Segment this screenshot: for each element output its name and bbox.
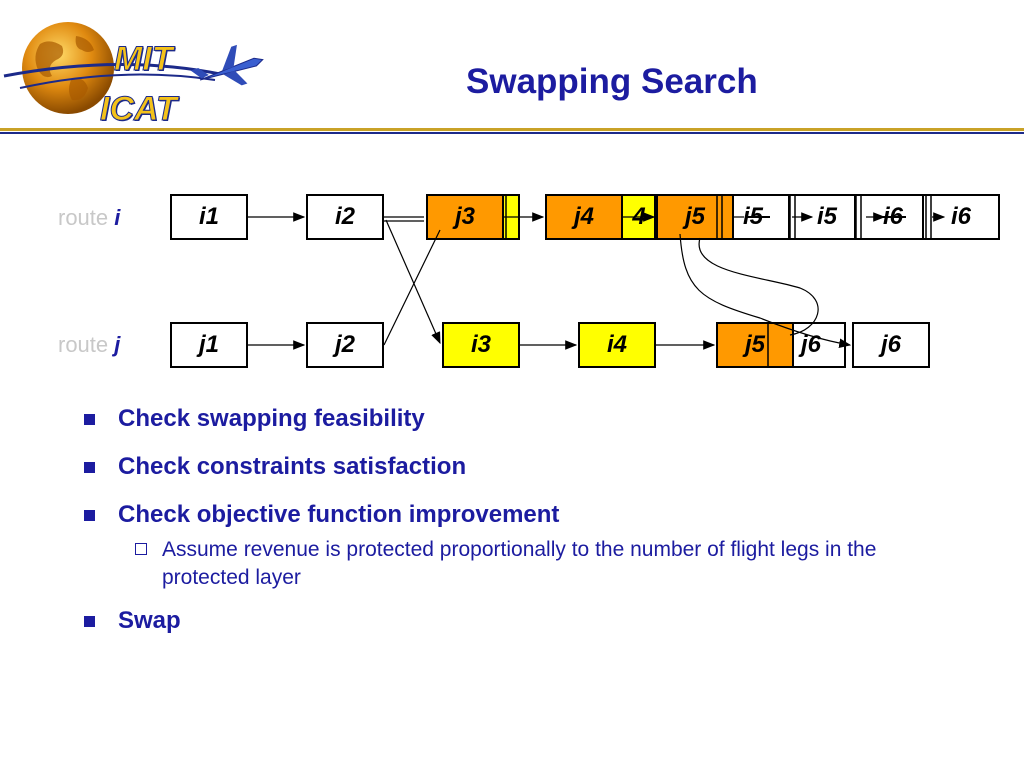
route-i-label: route i (58, 205, 120, 231)
bullet-4-text: Swap (118, 607, 181, 634)
sub-bullet-3a: Assume revenue is protected proportional… (80, 536, 922, 592)
bullet-3-text: Check objective function improvement (118, 501, 560, 528)
route-i-var: i (114, 205, 121, 230)
route-j-prefix: route (58, 332, 115, 357)
node-j4: j4 (545, 194, 623, 240)
hollow-square-bullet-icon (135, 543, 147, 555)
node-j5-row-j: j5 (716, 322, 794, 368)
square-bullet-icon (84, 510, 95, 521)
logo-text-mit: MIT (114, 40, 174, 79)
route-j-var: j (114, 332, 121, 357)
bullet-2-text: Check constraints satisfaction (118, 453, 467, 480)
node-j5: j5 (656, 194, 734, 240)
bullet-3: Check objective function improvement (80, 500, 960, 530)
route-i-prefix: route (58, 205, 115, 230)
node-j3: j3 (426, 194, 504, 240)
node-i4: i4 (578, 322, 656, 368)
mit-icat-logo: MIT ICAT (0, 14, 280, 129)
node-i2: i2 (306, 194, 384, 240)
route-j-label: route j (58, 332, 120, 358)
globe-airplane-icon (3, 22, 264, 114)
logo-text-icat: ICAT (100, 90, 178, 129)
square-bullet-icon (84, 462, 95, 473)
node-j1: j1 (170, 322, 248, 368)
node-i6: i6 (922, 194, 1000, 240)
bullet-2: Check constraints satisfaction (80, 452, 960, 482)
sub-bullet-3a-text: Assume revenue is protected proportional… (162, 538, 877, 589)
node-i4-ghost-label: 4 (632, 203, 646, 230)
square-bullet-icon (84, 414, 95, 425)
cross-j2-j3 (383, 229, 441, 346)
node-i3: i3 (442, 322, 520, 368)
node-i6-strike: i6 (854, 194, 932, 240)
bullet-4: Swap (80, 606, 960, 636)
curve-j5-to-j6-b (698, 237, 819, 336)
bullet-list: Check swapping feasibility Check constra… (80, 404, 960, 654)
bullet-1-text: Check swapping feasibility (118, 405, 425, 432)
header-rule-blue (0, 132, 1024, 134)
node-i1: i1 (170, 194, 248, 240)
node-j2: j2 (306, 322, 384, 368)
header-rule-gold (0, 128, 1024, 131)
page-title: Swapping Search (466, 62, 758, 101)
square-bullet-icon (84, 616, 95, 627)
bullet-1: Check swapping feasibility (80, 404, 960, 434)
node-j6: j6 (852, 322, 930, 368)
